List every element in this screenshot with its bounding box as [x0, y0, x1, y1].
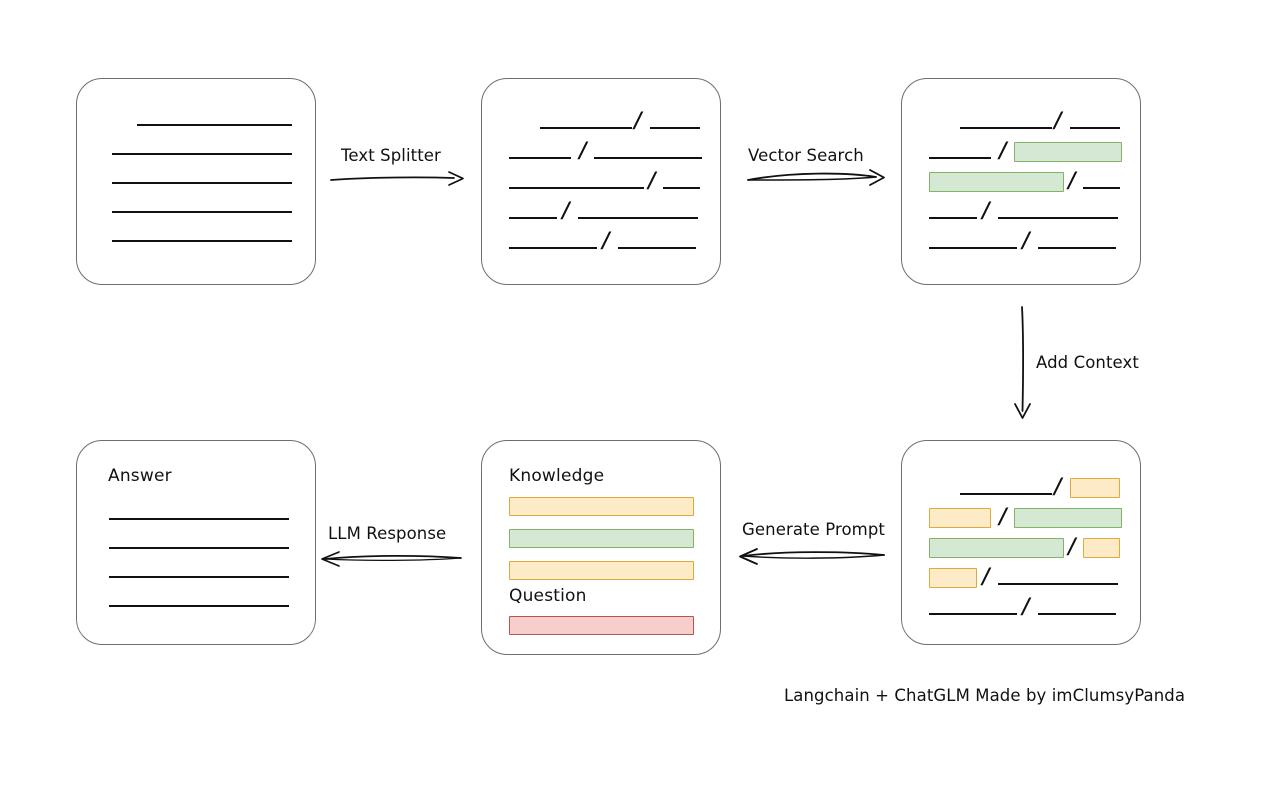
chunk-segment	[929, 217, 977, 219]
chunk-segment	[929, 613, 1017, 615]
chunk-segment	[509, 187, 644, 189]
answer-label: Answer	[108, 466, 172, 486]
chunk-segment	[509, 157, 571, 159]
chunk-segment-highlight-yellow	[929, 508, 991, 528]
chunk-slash: /	[579, 137, 587, 162]
arrow-generate-prompt	[739, 548, 885, 565]
chunk-segment-highlight-green	[1014, 142, 1122, 162]
vector-matched-chunks-box: / / / / /	[901, 78, 1141, 285]
footer-credit: Langchain + ChatGLM Made by imClumsyPand…	[784, 686, 1186, 705]
knowledge-bar-yellow	[509, 561, 694, 580]
chunk-segment-highlight-yellow	[1070, 478, 1120, 498]
prompt-box: Knowledge Question	[481, 440, 721, 655]
chunk-slash: /	[999, 137, 1007, 162]
chunk-segment	[929, 157, 991, 159]
chunk-segment	[929, 247, 1017, 249]
document-line	[137, 124, 292, 126]
chunk-slash: /	[1054, 107, 1062, 132]
chunk-segment	[650, 127, 700, 129]
chunk-segment	[663, 187, 700, 189]
document-line	[112, 182, 292, 184]
arrow-text-splitter	[330, 171, 464, 186]
chunk-slash: /	[562, 197, 570, 222]
chunk-slash: /	[1068, 533, 1076, 558]
question-label: Question	[509, 586, 587, 606]
arrow-vector-search	[747, 169, 885, 186]
document-line	[112, 211, 292, 213]
chunk-slash: /	[1068, 167, 1076, 192]
chunk-segment-highlight-green	[929, 172, 1064, 192]
question-bar-red	[509, 616, 694, 635]
arrow-label-llm-response: LLM Response	[328, 524, 447, 543]
chunk-slash: /	[999, 503, 1007, 528]
chunk-segment	[509, 247, 597, 249]
chunk-slash: /	[602, 227, 610, 252]
chunk-segment	[540, 127, 632, 129]
chunk-slash: /	[1054, 473, 1062, 498]
chunk-slash: /	[634, 107, 642, 132]
chunk-segment-highlight-yellow	[929, 568, 977, 588]
arrow-label-generate-prompt: Generate Prompt	[742, 520, 885, 539]
chunk-segment	[509, 217, 557, 219]
chunk-segment	[1070, 127, 1120, 129]
document-line	[112, 153, 292, 155]
chunk-segment	[998, 217, 1118, 219]
chunk-segment	[960, 127, 1052, 129]
context-added-chunks-box: / / / / /	[901, 440, 1141, 645]
answer-line	[109, 605, 289, 607]
answer-line	[109, 547, 289, 549]
answer-line	[109, 518, 289, 520]
arrow-add-context	[1014, 306, 1031, 419]
chunk-segment	[1038, 613, 1116, 615]
arrow-label-add-context: Add Context	[1036, 353, 1139, 372]
document-line	[112, 240, 292, 242]
chunk-segment-highlight-green	[929, 538, 1064, 558]
chunk-slash: /	[648, 167, 656, 192]
arrow-label-text-splitter: Text Splitter	[341, 146, 441, 165]
arrow-llm-response	[321, 551, 462, 567]
arrow-label-vector-search: Vector Search	[748, 146, 864, 165]
chunk-segment	[1038, 247, 1116, 249]
split-chunks-box: / / / / /	[481, 78, 721, 285]
source-document-box	[76, 78, 316, 285]
chunk-slash: /	[982, 197, 990, 222]
answer-line	[109, 576, 289, 578]
chunk-segment	[578, 217, 698, 219]
chunk-segment-highlight-yellow	[1083, 538, 1120, 558]
chunk-segment	[618, 247, 696, 249]
knowledge-bar-green	[509, 529, 694, 548]
chunk-segment	[960, 493, 1052, 495]
chunk-segment	[998, 583, 1118, 585]
chunk-segment-highlight-green	[1014, 508, 1122, 528]
chunk-slash: /	[982, 563, 990, 588]
chunk-slash: /	[1022, 593, 1030, 618]
chunk-slash: /	[1022, 227, 1030, 252]
chunk-segment	[594, 157, 702, 159]
answer-box: Answer	[76, 440, 316, 645]
chunk-segment	[1083, 187, 1120, 189]
knowledge-bar-yellow	[509, 497, 694, 516]
knowledge-label: Knowledge	[509, 466, 605, 486]
